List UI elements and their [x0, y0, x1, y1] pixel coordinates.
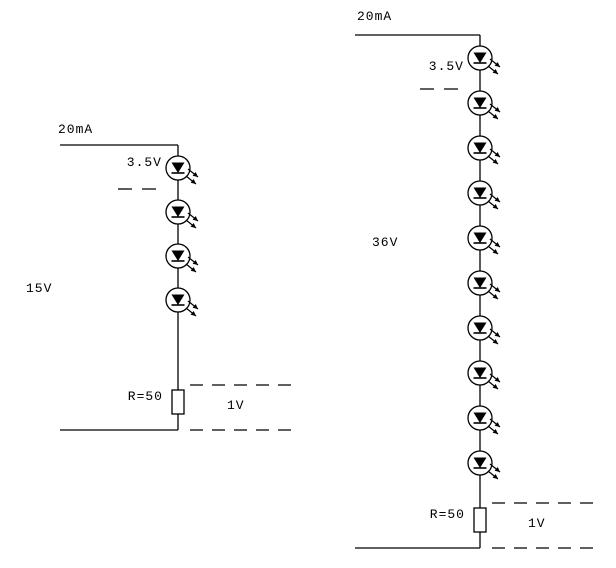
arrowhead	[492, 384, 498, 389]
resistor-label: R=50	[430, 507, 465, 522]
arrowhead	[494, 287, 500, 292]
led-icon	[467, 315, 501, 345]
arrowhead	[192, 172, 198, 177]
led-icon	[467, 90, 501, 120]
arrowhead	[192, 216, 198, 221]
arrowhead	[494, 467, 500, 472]
arrowhead	[192, 304, 198, 309]
arrowhead	[494, 332, 500, 337]
led-string-circuit-right: 20mA 3.5V 36V R=50 1V	[355, 9, 600, 549]
current-label: 20mA	[58, 122, 93, 137]
led-icon	[165, 199, 199, 229]
led-icon	[165, 243, 199, 273]
supply-voltage-label: 36V	[372, 235, 398, 250]
resistor-voltage-label: 1V	[528, 516, 546, 531]
arrowhead	[494, 377, 500, 382]
arrowhead	[492, 294, 498, 299]
arrowhead	[494, 422, 500, 427]
resistor-label: R=50	[128, 389, 163, 404]
led-icon	[467, 45, 501, 75]
arrowhead	[492, 474, 498, 479]
arrowhead	[190, 267, 196, 272]
led-icon	[165, 155, 199, 185]
resistor	[473, 507, 487, 533]
current-label: 20mA	[357, 9, 392, 24]
led-icon	[467, 270, 501, 300]
led-string-circuit-left: 20mA 3.5V 15V R=50 1V	[26, 122, 298, 431]
arrowhead	[492, 249, 498, 254]
led-voltage-label: 3.5V	[429, 59, 464, 74]
arrowhead	[492, 429, 498, 434]
arrowhead	[494, 197, 500, 202]
led-voltage-label: 3.5V	[127, 155, 162, 170]
arrowhead	[492, 159, 498, 164]
arrowhead	[494, 152, 500, 157]
arrowhead	[494, 107, 500, 112]
arrowhead	[190, 311, 196, 316]
arrowhead	[492, 114, 498, 119]
resistor	[171, 389, 185, 415]
led-icon	[467, 135, 501, 165]
arrowhead	[190, 223, 196, 228]
arrowhead	[190, 179, 196, 184]
arrowhead	[192, 260, 198, 265]
arrowhead	[494, 242, 500, 247]
arrowhead	[494, 62, 500, 67]
led-icon	[165, 287, 199, 317]
led-icon	[467, 450, 501, 480]
resistor-voltage-label: 1V	[227, 398, 245, 413]
led-icon	[467, 405, 501, 435]
led-icon	[467, 360, 501, 390]
arrowhead	[492, 204, 498, 209]
led-icon	[467, 225, 501, 255]
arrowhead	[492, 339, 498, 344]
supply-voltage-label: 15V	[26, 281, 52, 296]
arrowhead	[492, 69, 498, 74]
led-icon	[467, 180, 501, 210]
